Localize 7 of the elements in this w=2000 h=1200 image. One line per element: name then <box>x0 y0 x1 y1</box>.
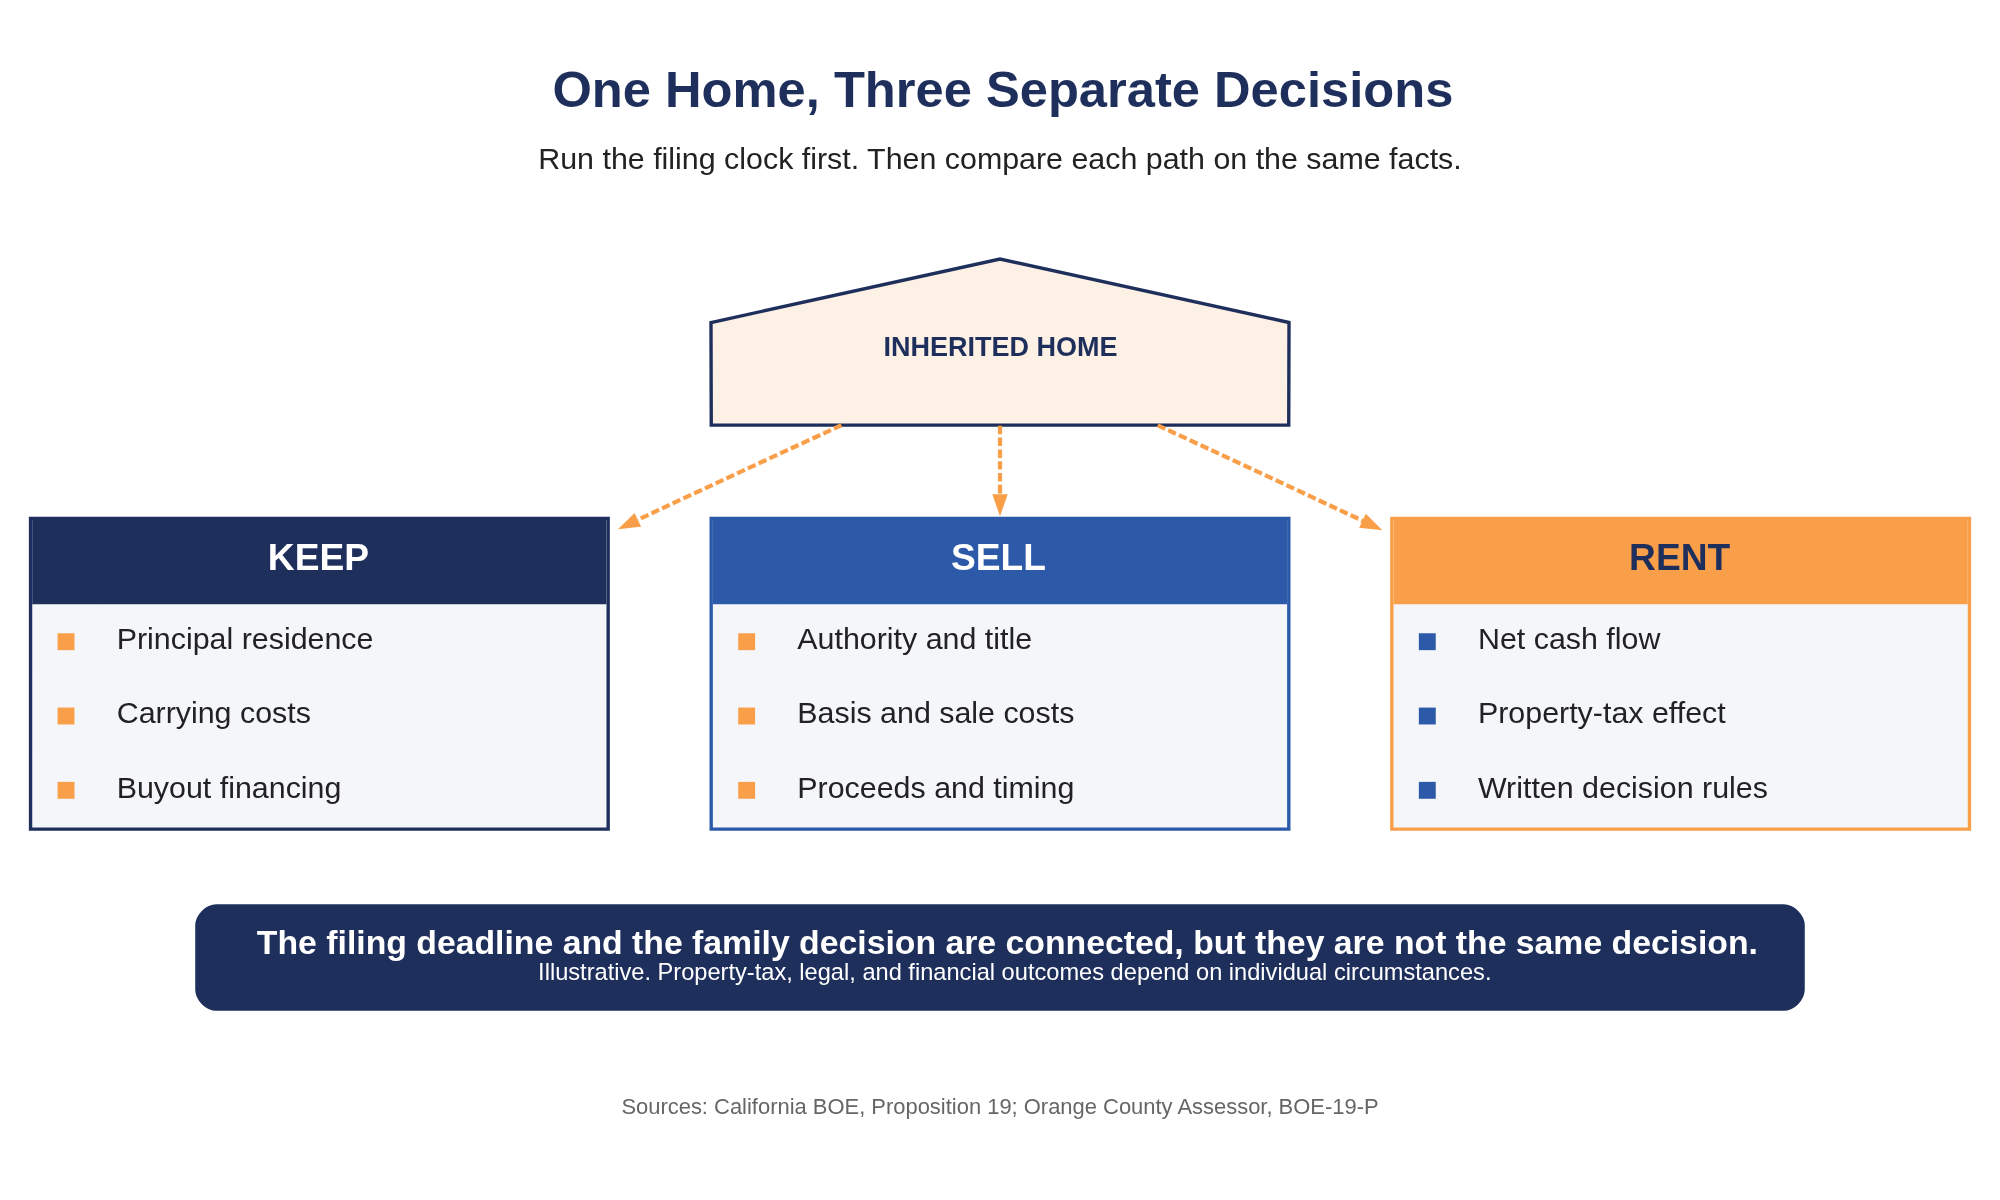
node-box: The filing deadline and the family decision are connected, but they are not the same decision. Illustrative. Property-tax, legal, and financial outcomes depend on individual circumstances. <box>195 904 1805 1011</box>
diagram-title: One Home, Three Separate Decisions <box>552 61 1454 119</box>
arrow <box>992 425 1008 517</box>
label: Run the filing clock first. Then compare each path on the same facts. <box>538 140 1462 175</box>
arrow <box>617 423 843 530</box>
arrow <box>1156 423 1383 531</box>
label: Sources: California BOE, Proposition 19; Orange County Assessor, BOE-19-P <box>621 1093 1379 1119</box>
